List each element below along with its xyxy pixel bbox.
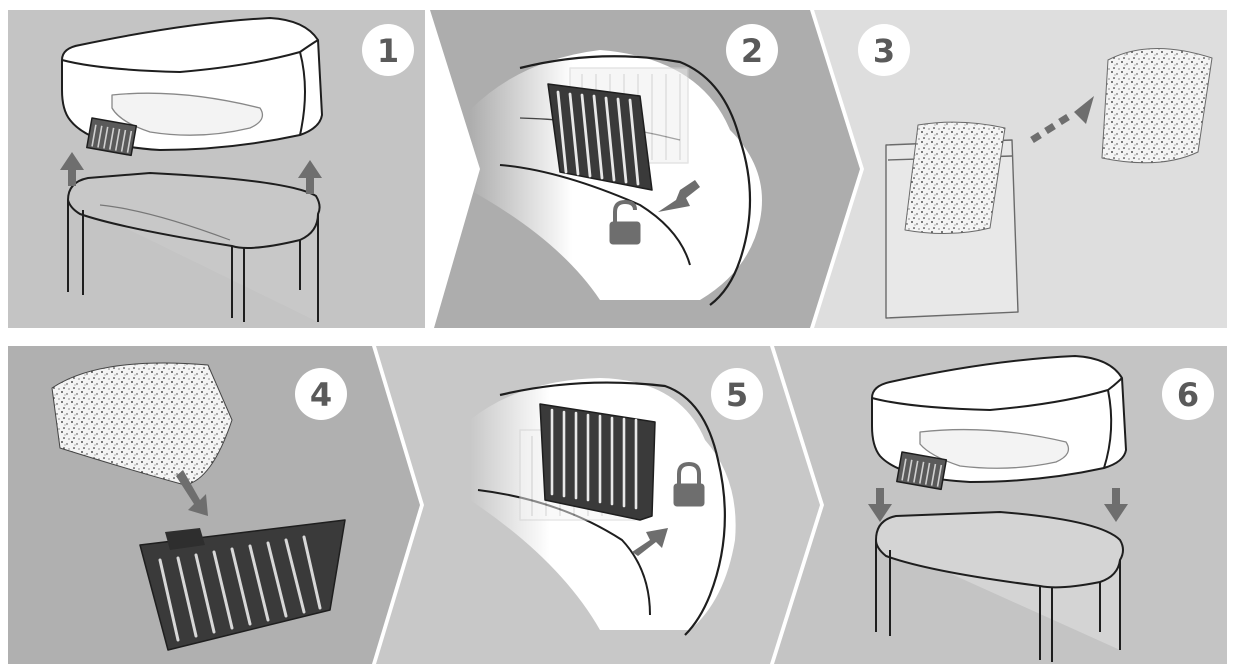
step-number-6: 6 [1177,376,1199,414]
step-badge-3: 3 [858,24,910,76]
refill-in-bag [905,122,1005,233]
filter-cartridge-2 [540,404,655,520]
step-badge-6: 6 [1162,368,1214,420]
step-badge-4: 4 [295,368,347,420]
step-badge-5: 5 [711,368,763,420]
step-badge-2: 2 [726,24,778,76]
step-number-1: 1 [377,32,399,70]
step-number-3: 3 [873,32,895,70]
step-number-4: 4 [310,376,332,414]
step-badge-1: 1 [362,24,414,76]
step-number-2: 2 [741,32,763,70]
step-number-5: 5 [726,376,748,414]
refill-pad-loose [1102,48,1212,162]
